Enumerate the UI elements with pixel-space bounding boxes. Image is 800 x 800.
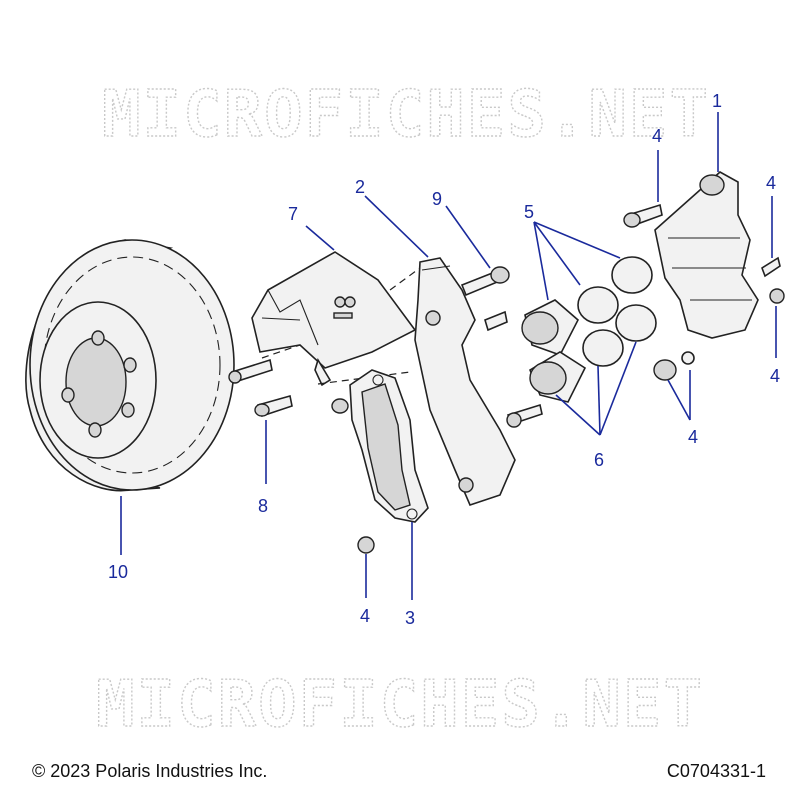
callout-3: 3	[405, 608, 415, 628]
watermark-top: MICROFICHES.NET	[102, 78, 710, 152]
callout-4-bottom: 4	[360, 606, 370, 626]
figure-code: C0704331-1	[666, 761, 766, 781]
caliper-body	[654, 171, 759, 339]
callouts: 1 2 3 4 4 4 4 4 5 6 7 8 9 10	[108, 91, 780, 628]
callout-2: 2	[355, 177, 365, 197]
callout-6: 6	[594, 450, 604, 470]
callout-9: 9	[432, 189, 442, 209]
callout-10: 10	[108, 562, 128, 582]
caliper-bracket	[414, 257, 516, 506]
copyright-text: © 2023 Polaris Industries Inc.	[32, 761, 268, 781]
callout-4-caliper: 4	[688, 427, 698, 447]
callout-4-right-top: 4	[766, 173, 776, 193]
callout-4-right-bottom: 4	[770, 366, 780, 386]
fasteners	[228, 203, 785, 554]
callout-8: 8	[258, 496, 268, 516]
callout-1: 1	[712, 91, 722, 111]
callout-7: 7	[288, 204, 298, 224]
callout-4-top: 4	[652, 126, 662, 146]
watermark-bottom: MICROFICHES.NET	[96, 668, 704, 742]
leader-lines	[120, 112, 777, 600]
seals	[577, 256, 657, 367]
brake-shield	[251, 251, 417, 387]
brake-rotor	[25, 239, 235, 492]
callout-5: 5	[524, 202, 534, 222]
pistons	[521, 299, 587, 403]
brake-pads	[349, 369, 429, 523]
